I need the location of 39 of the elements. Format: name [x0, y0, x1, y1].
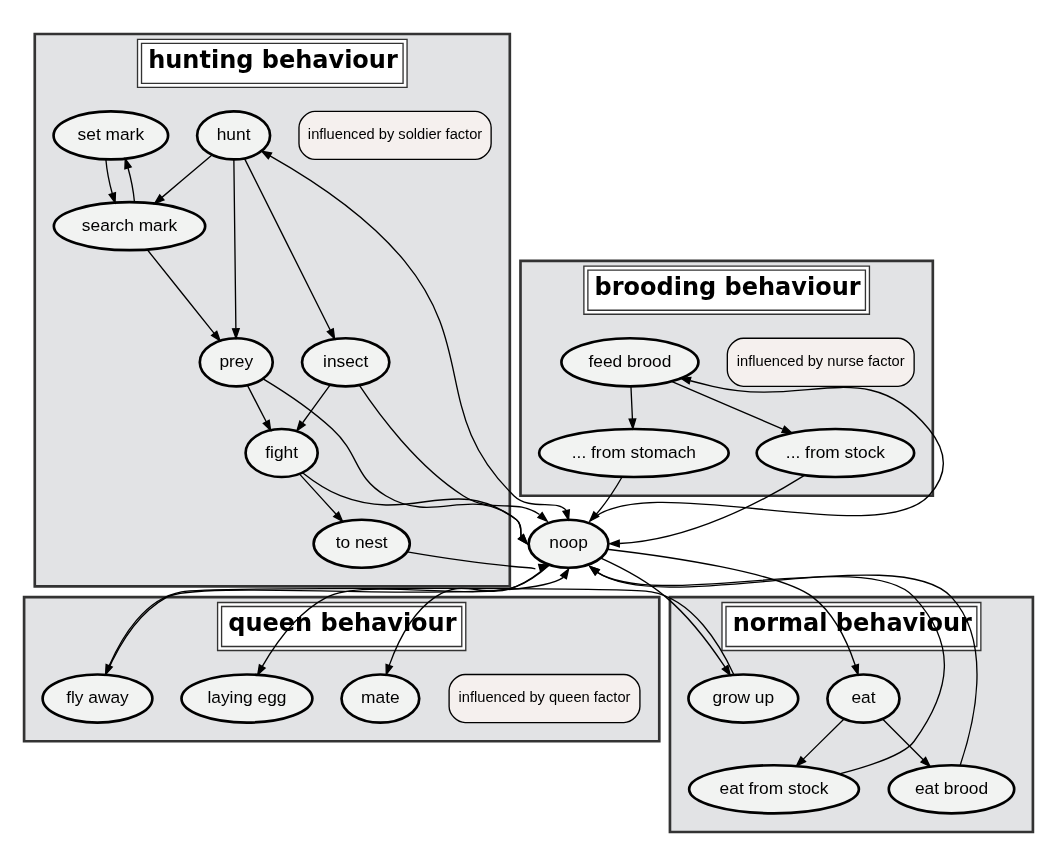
node-ellipse: fight [244, 427, 319, 479]
arrow [299, 473, 344, 523]
node-box: influenced by soldier factor [298, 110, 492, 161]
arrow [606, 548, 860, 677]
node-ellipse: set mark [52, 110, 170, 161]
node-ellipse: eat brood [887, 763, 1016, 815]
arrow [146, 248, 222, 343]
node-ellipse: search mark [52, 200, 207, 252]
arrow [795, 718, 845, 768]
node-ellipse: insect [300, 336, 391, 388]
node-ellipse: eat from stock [687, 763, 861, 815]
arrow [231, 158, 241, 341]
arrow [260, 150, 571, 522]
arrow [105, 567, 570, 676]
node-ellipse: mate [340, 673, 421, 724]
arrow [243, 158, 336, 341]
node-ellipse: to nest [312, 518, 412, 570]
arrow [301, 472, 529, 546]
node-ellipse: grow up [687, 673, 800, 724]
arrow [105, 158, 117, 205]
arrow [246, 384, 272, 432]
arrow [670, 380, 794, 434]
node-ellipse: ... from stomach [537, 427, 730, 479]
arrow [295, 384, 331, 433]
node-ellipse: laying egg [180, 673, 314, 724]
arrow [600, 557, 732, 677]
arrow [124, 157, 136, 203]
arrow [607, 474, 806, 548]
node-box: influenced by queen factor [448, 673, 641, 724]
arrow [153, 154, 213, 205]
arrow [358, 384, 549, 523]
arrow [881, 718, 932, 768]
arrow [262, 378, 529, 546]
node-ellipse: fly away [41, 673, 154, 724]
arrow [628, 386, 637, 431]
node-box: influenced by nurse factor [726, 337, 915, 387]
node-ellipse: eat [826, 673, 901, 724]
node-ellipse: prey [198, 336, 275, 388]
arrow [104, 587, 735, 677]
